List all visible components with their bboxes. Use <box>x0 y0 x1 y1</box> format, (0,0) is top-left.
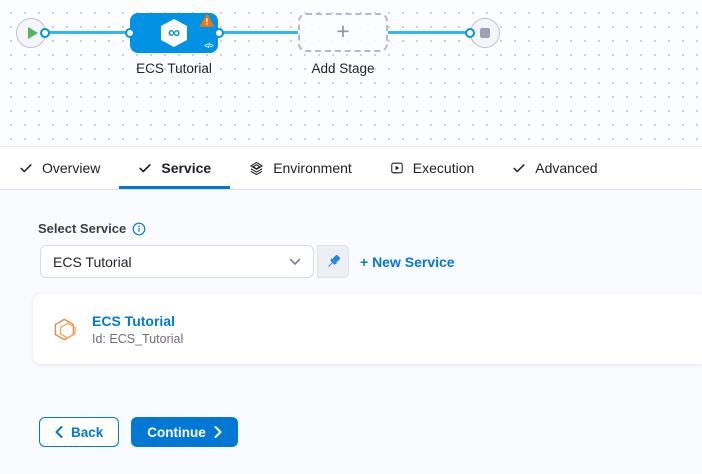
code-icon: </> <box>204 43 213 50</box>
tab-environment[interactable]: Environment <box>230 147 371 189</box>
service-select[interactable]: ECS Tutorial <box>40 245 314 278</box>
tab-overview[interactable]: Overview <box>0 147 119 189</box>
port-end-in <box>465 28 475 38</box>
tab-label: Advanced <box>535 160 598 176</box>
tab-label: Service <box>161 160 212 176</box>
pipeline-canvas: ∞ </> ECS Tutorial + Add Stage <box>0 0 702 147</box>
select-service-label-row: Select Service <box>38 221 702 236</box>
stop-icon <box>480 28 490 38</box>
tab-label: Execution <box>412 160 475 176</box>
infinity-glyph: ∞ <box>167 23 181 42</box>
plus-icon: + <box>336 18 350 44</box>
port-start-out <box>40 28 50 38</box>
back-button[interactable]: Back <box>39 417 120 447</box>
play-icon <box>27 27 38 39</box>
check-icon <box>20 164 32 173</box>
edge-addstage-to-end <box>388 31 470 34</box>
service-hexagon-icon <box>54 318 76 340</box>
tab-service[interactable]: Service <box>119 147 231 189</box>
check-icon <box>139 164 152 173</box>
port-stage-out <box>214 28 224 38</box>
chevron-left-icon <box>55 426 63 438</box>
tab-execution[interactable]: Execution <box>371 147 493 189</box>
pin-button[interactable] <box>317 245 349 278</box>
environment-icon <box>250 161 263 175</box>
stage-label: ECS Tutorial <box>136 61 212 76</box>
tab-label: Overview <box>42 160 101 176</box>
chevron-right-icon <box>214 426 222 438</box>
continue-button[interactable]: Continue <box>131 417 238 447</box>
footer-actions: Back Continue <box>39 417 702 447</box>
service-card-text: ECS Tutorial Id: ECS_Tutorial <box>92 313 183 346</box>
pipeline-end-node[interactable] <box>470 18 500 48</box>
stage-config-tabs: Overview Service Environment Execution A… <box>0 147 702 190</box>
warning-icon <box>199 14 215 32</box>
pin-icon <box>327 254 340 267</box>
add-stage-label: Add Stage <box>311 61 375 76</box>
harness-cd-icon: ∞ <box>161 19 187 47</box>
stage-node-ecs-tutorial[interactable]: ∞ </> <box>130 13 218 53</box>
service-card[interactable]: ECS Tutorial Id: ECS_Tutorial <box>33 294 702 364</box>
chevron-down-icon <box>289 258 301 265</box>
add-stage-button[interactable]: + <box>298 13 388 52</box>
select-service-label: Select Service <box>38 221 127 236</box>
continue-button-label: Continue <box>147 424 206 440</box>
execution-icon <box>391 162 403 174</box>
back-button-label: Back <box>71 424 104 440</box>
service-select-row: ECS Tutorial + New Service <box>40 245 702 278</box>
new-service-link[interactable]: + New Service <box>360 253 455 270</box>
tab-advanced[interactable]: Advanced <box>493 147 616 189</box>
edge-start-to-stage <box>45 31 130 34</box>
edge-stage-to-addstage <box>219 31 298 34</box>
service-card-title[interactable]: ECS Tutorial <box>92 312 175 329</box>
tab-label: Environment <box>273 160 352 176</box>
info-icon[interactable] <box>132 222 146 236</box>
service-card-id: Id: ECS_Tutorial <box>92 331 184 346</box>
port-stage-in <box>125 28 135 38</box>
service-select-value: ECS Tutorial <box>53 253 132 270</box>
service-panel: Select Service ECS Tutorial + New Servic… <box>0 221 702 474</box>
check-icon <box>513 164 525 173</box>
